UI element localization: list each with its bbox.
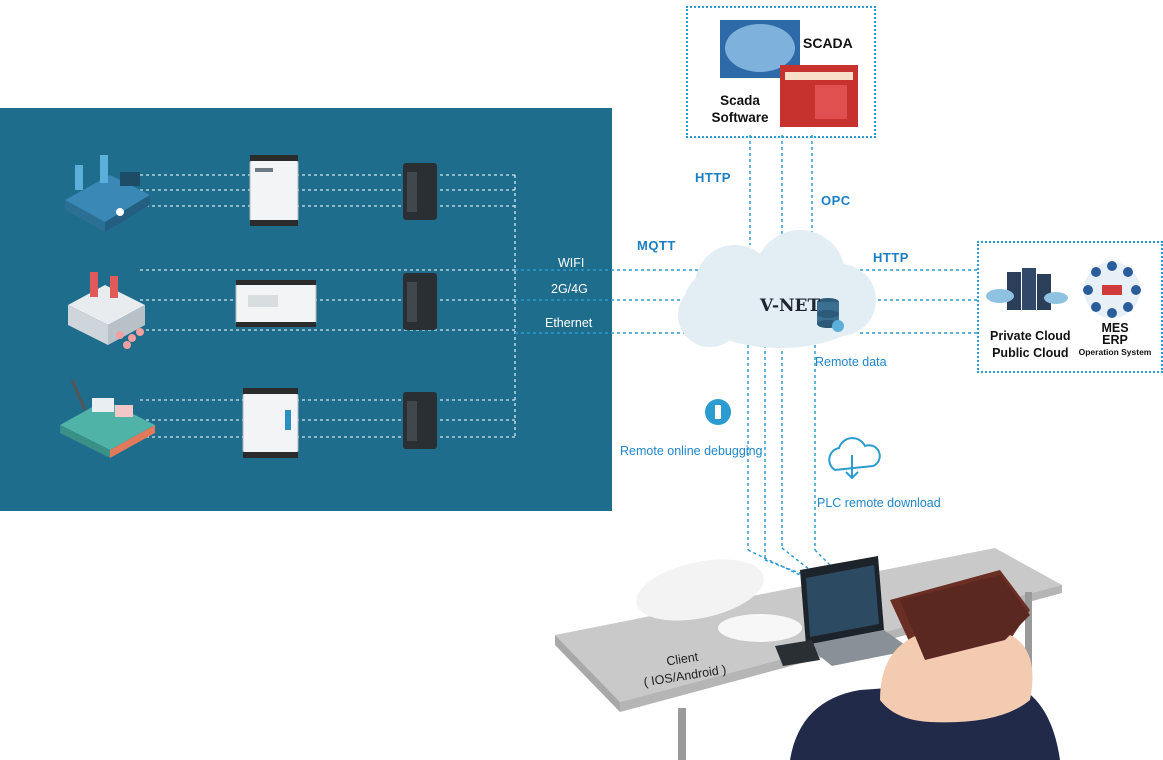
- person-illustration: [790, 570, 1060, 760]
- network-links: [515, 135, 980, 576]
- gateway-2: [403, 273, 437, 330]
- cloud-download-icon: [828, 437, 881, 480]
- wifi-label: WIFI: [558, 256, 585, 270]
- mes-network: [1083, 261, 1141, 318]
- factory-icon-3: [60, 379, 155, 458]
- plc-module-2: [235, 280, 317, 327]
- mqtt-label: MQTT: [637, 238, 676, 253]
- remote-debugging-label: Remote online debugging: [620, 444, 763, 458]
- plc-download-label: PLC remote download: [817, 496, 941, 510]
- gateway-1: [403, 163, 437, 220]
- scada-software-label: Scada Software: [711, 93, 769, 125]
- http-label-right: HTTP: [873, 250, 909, 265]
- gateway-3: [403, 392, 437, 449]
- wrench-icon: [705, 399, 731, 425]
- phone-icon: [775, 640, 820, 666]
- vnet-title: V-NET: [760, 296, 821, 316]
- remote-data-label: Remote data: [815, 355, 887, 369]
- factory-icon-2: [68, 272, 145, 349]
- http-label-top: HTTP: [695, 170, 731, 185]
- scada-label: SCADA: [803, 35, 853, 51]
- cloud-type-label: Private Cloud Public Cloud: [990, 329, 1071, 360]
- row-connectors: [140, 174, 516, 438]
- laptop-icon: [800, 556, 912, 666]
- scada-box: [686, 6, 876, 138]
- factory-icon-1: [65, 155, 150, 232]
- notes-icon: [636, 559, 802, 642]
- cloud-systems-box: [977, 241, 1163, 373]
- server-cluster: [986, 268, 1068, 310]
- plc-module-1: [249, 155, 299, 226]
- vnet-cloud: [678, 230, 876, 348]
- opc-label: OPC: [821, 193, 851, 208]
- ethernet-label: Ethernet: [545, 316, 593, 330]
- cellular-label: 2G/4G: [551, 282, 588, 296]
- plc-module-3: [242, 388, 299, 458]
- database-icon: [817, 298, 844, 332]
- mes-erp-label: MES ERP Operation System: [1078, 321, 1152, 357]
- scada-screenshot: [720, 20, 858, 127]
